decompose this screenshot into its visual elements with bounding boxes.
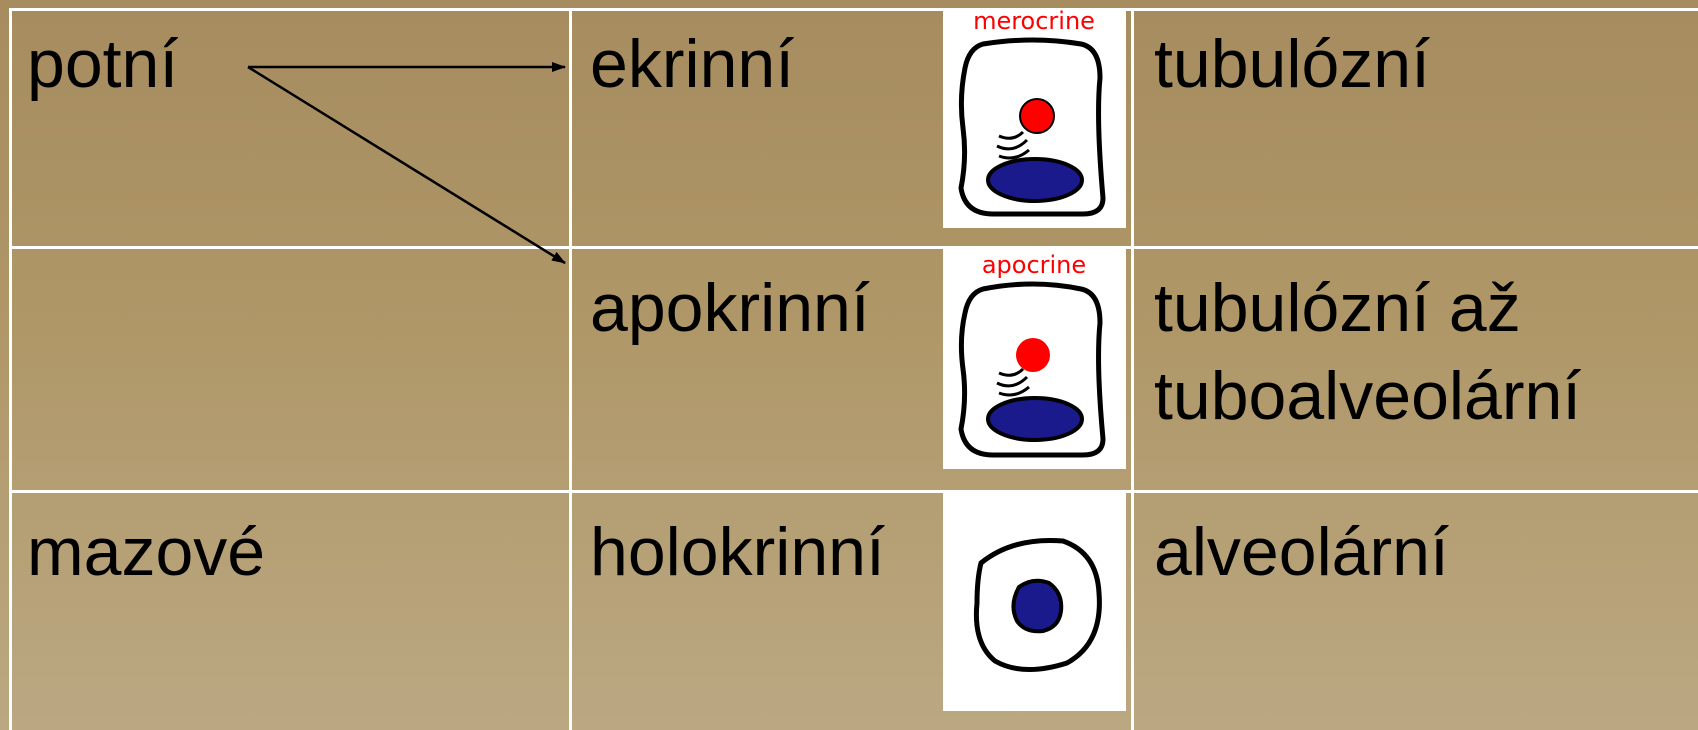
column-divider-1	[569, 8, 572, 730]
secretion-type-apocrine: apokrinní	[590, 270, 870, 346]
secretion-type-holocrine: holokrinní	[590, 514, 885, 590]
gland-shape-tubular: tubulózní	[1154, 26, 1430, 102]
gland-type-sweat: potní	[27, 26, 179, 102]
apocrine-caption: apocrine	[982, 251, 1086, 279]
apocrine-cell-icon: apocrine	[943, 249, 1126, 469]
merocrine-cell-icon: merocrine	[943, 8, 1126, 228]
table-border-top	[10, 8, 1698, 11]
merocrine-caption: merocrine	[973, 8, 1095, 35]
secretion-type-eccrine: ekrinní	[590, 26, 795, 102]
row-divider-1	[10, 246, 1698, 249]
row-divider-2	[10, 490, 1698, 493]
holocrine-cell-icon	[943, 493, 1126, 711]
gland-shape-alveolar: alveolární	[1154, 514, 1449, 590]
gland-type-sebaceous: mazové	[27, 514, 266, 590]
table-border-left	[9, 8, 12, 730]
column-divider-2	[1131, 8, 1134, 730]
arrow-to-apocrine	[247, 65, 566, 265]
gland-shape-tubular-to-tuboalveolar: tubulózní až	[1154, 270, 1521, 346]
gland-shape-tuboalveolar: tuboalveolární	[1154, 358, 1582, 434]
